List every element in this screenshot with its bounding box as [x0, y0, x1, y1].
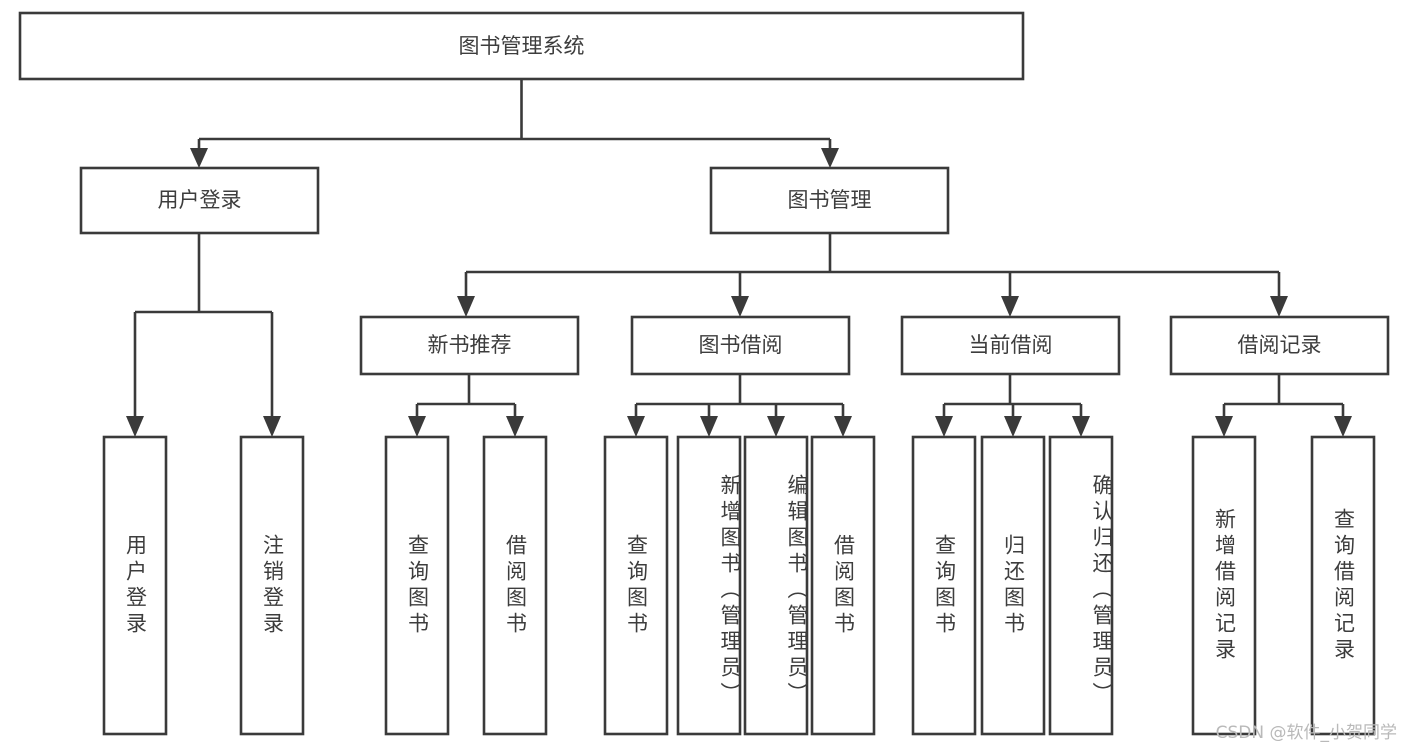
node-leaf-edit-book-box[interactable] [743, 435, 809, 736]
leaf-box-group [102, 435, 1376, 736]
node-leaf-user-logout-box[interactable] [239, 435, 305, 736]
node-leaf-borrow-book-2-box[interactable] [810, 435, 876, 736]
node-root-label: 图书管理系统 [459, 34, 585, 58]
arrow-head-leaf-user-login [126, 416, 144, 437]
node-user-login-label: 用户登录 [158, 188, 242, 212]
arrow-head-leaf-edit-book [767, 416, 785, 437]
arrow-head-leaf-query-book-3 [935, 416, 953, 437]
arrow-head-leaf-return-book [1004, 416, 1022, 437]
arrow-head-leaf-query-record [1334, 416, 1352, 437]
arrow-head-leaf-query-book-2 [627, 416, 645, 437]
node-user-login-box[interactable] [79, 166, 320, 235]
node-leaf-confirm-return-box[interactable] [1048, 435, 1114, 736]
node-leaf-borrow-book-1-box[interactable] [482, 435, 548, 736]
node-leaf-add-book-box[interactable] [676, 435, 742, 736]
node-leaf-user-login-box[interactable] [102, 435, 168, 736]
arrow-head-borrow-record [1270, 296, 1288, 317]
node-borrow-record-box[interactable] [1169, 315, 1390, 376]
node-root[interactable]: 图书管理系统 [18, 11, 1025, 81]
node-leaf-query-book-1-box[interactable] [384, 435, 450, 736]
node-leaf-query-book-2-box[interactable] [603, 435, 669, 736]
arrow-head-leaf-user-logout [263, 416, 281, 437]
node-user-login[interactable]: 用户登录 [79, 166, 320, 235]
node-leaf-query-record-box[interactable] [1310, 435, 1376, 736]
arrow-head-leaf-borrow-book-2 [834, 416, 852, 437]
node-leaf-add-record-box[interactable] [1191, 435, 1257, 736]
node-book-manage-box[interactable] [709, 166, 950, 235]
node-book-borrow[interactable]: 图书借阅 [630, 315, 851, 376]
node-book-manage[interactable]: 图书管理 [709, 166, 950, 235]
arrow-head-leaf-add-record [1215, 416, 1233, 437]
node-borrow-record[interactable]: 借阅记录 [1169, 315, 1390, 376]
arrow-head-leaf-add-book [700, 416, 718, 437]
node-book-borrow-label: 图书借阅 [699, 333, 783, 357]
node-borrow-record-label: 借阅记录 [1238, 333, 1322, 357]
arrow-head-book-borrow [731, 296, 749, 317]
connector-group [126, 79, 1352, 437]
arrow-head-leaf-borrow-book-1 [506, 416, 524, 437]
watermark: CSDN @软件_小贺同学 [1215, 723, 1397, 743]
node-leaf-return-book-box[interactable] [980, 435, 1046, 736]
node-new-book-recommend[interactable]: 新书推荐 [359, 315, 580, 376]
arrow-head-current-borrow [1001, 296, 1019, 317]
node-leaf-query-book-3-box[interactable] [911, 435, 977, 736]
node-new-book-recommend-box[interactable] [359, 315, 580, 376]
node-book-manage-label: 图书管理 [788, 188, 872, 212]
arrow-head-user-login [190, 148, 208, 168]
arrow-head-new-book-recommend [457, 296, 475, 317]
node-current-borrow[interactable]: 当前借阅 [900, 315, 1121, 376]
node-current-borrow-label: 当前借阅 [969, 333, 1053, 357]
node-root-box[interactable] [18, 11, 1025, 81]
arrow-head-leaf-query-book-1 [408, 416, 426, 437]
arrow-head-book-manage [821, 148, 839, 168]
arrow-head-leaf-confirm-return [1072, 416, 1090, 437]
node-book-borrow-box[interactable] [630, 315, 851, 376]
node-new-book-recommend-label: 新书推荐 [428, 333, 512, 357]
node-current-borrow-box[interactable] [900, 315, 1121, 376]
